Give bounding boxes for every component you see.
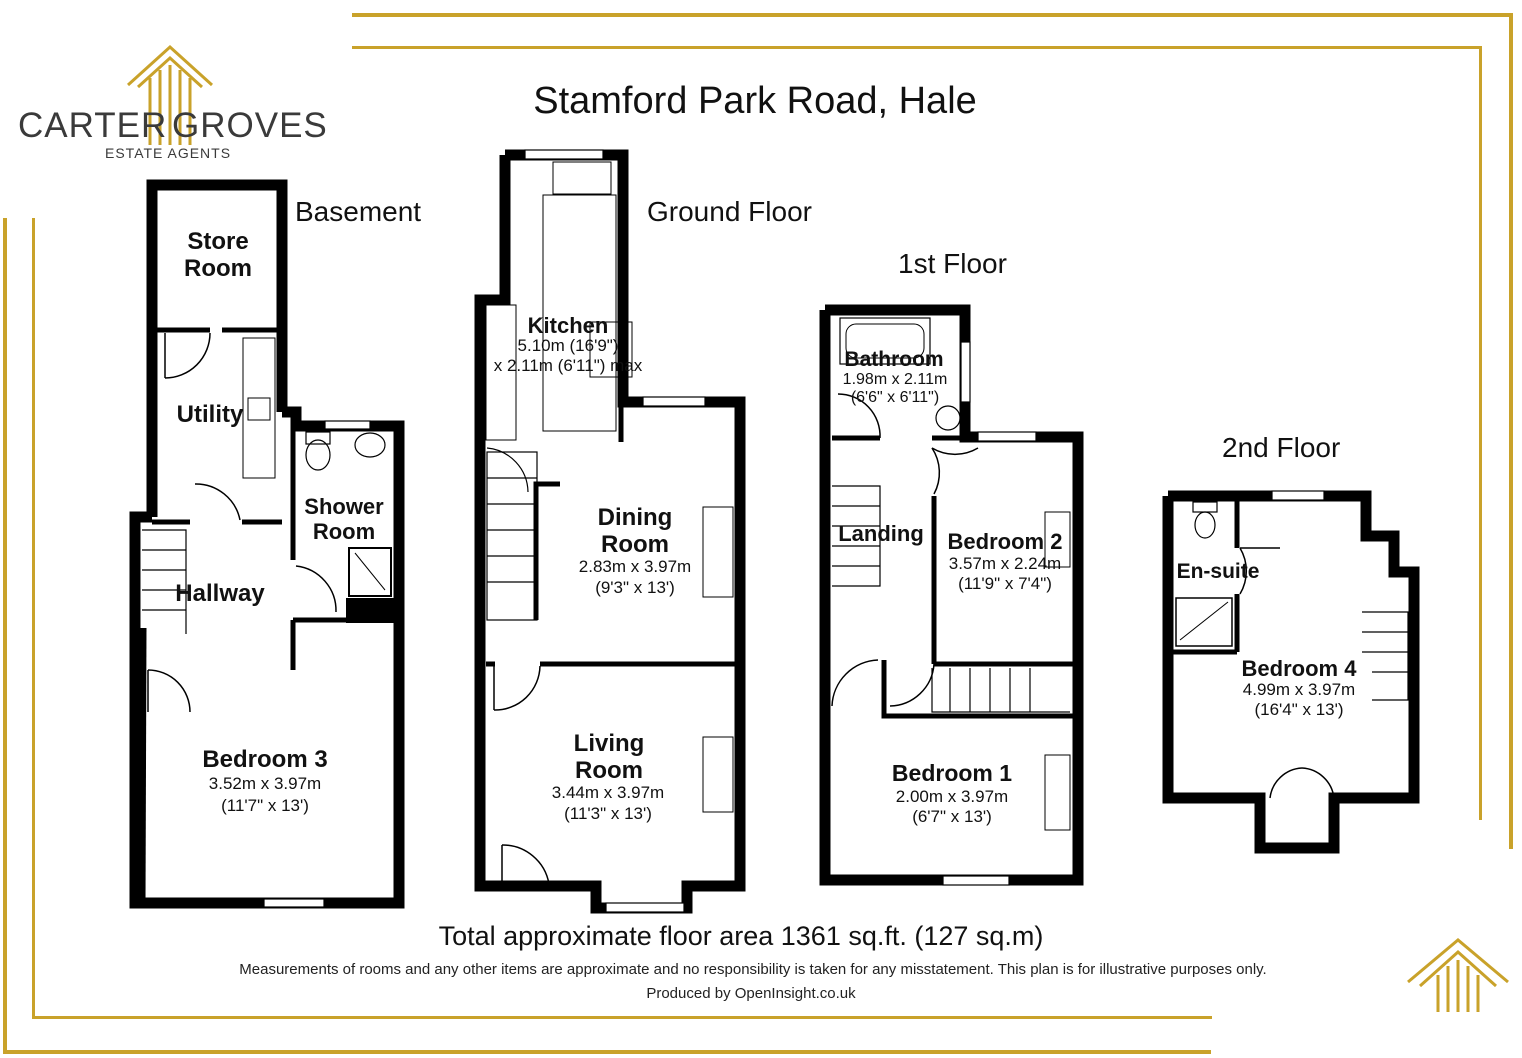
room-bedroom2-dim-metric: 3.57m x 2.24m <box>948 554 1062 573</box>
room-bedroom4-dim-metric: 4.99m x 3.97m <box>1242 680 1356 699</box>
room-landing: Landing <box>838 521 924 546</box>
room-bedroom3: Bedroom 3 <box>202 746 328 773</box>
disclaimer-text: Measurements of rooms and any other item… <box>239 961 1267 978</box>
room-bathroom: Bathroom <box>844 348 944 371</box>
brand-tagline: ESTATE AGENTS <box>105 145 232 161</box>
brand-name-left: CARTER <box>18 106 168 145</box>
floor-label-ground: Ground Floor <box>647 196 812 227</box>
room-dining-room-dim-imperial: (9'3" x 13') <box>595 578 675 597</box>
room-shower-room: Shower Room <box>304 494 384 544</box>
room-living-room-dim-imperial: (11'3" x 13') <box>564 804 652 823</box>
produced-by-credit: Produced by OpenInsight.co.uk <box>646 985 856 1002</box>
frame-line-bottom-outer <box>3 1050 1211 1054</box>
room-living-room-dim-metric: 3.44m x 3.97m <box>551 783 665 802</box>
brand-logo: CARTER GROVES ESTATE AGENTS <box>10 20 327 170</box>
room-kitchen: Kitchen <box>527 313 609 338</box>
room-dining-room: Dining Room <box>597 504 673 558</box>
room-bedroom3-dim-metric: 3.52m x 3.97m <box>208 774 322 793</box>
room-bedroom1-dim-metric: 2.00m x 3.97m <box>895 787 1009 806</box>
room-kitchen-dim-length: 5.10m (16'9") <box>517 336 619 355</box>
room-bedroom4-dim-imperial: (16'4" x 13') <box>1254 700 1344 719</box>
room-bathroom-dim-metric: 1.98m x 2.11m <box>842 371 948 388</box>
room-store-room: Store Room <box>184 228 252 282</box>
room-bathroom-dim-imperial: (6'6" x 6'11") <box>850 389 940 406</box>
frame-line-right-outer <box>1509 13 1513 849</box>
frame-line-top-outer <box>352 13 1512 17</box>
room-hallway: Hallway <box>175 580 265 607</box>
frame-line-left-outer <box>3 218 7 1054</box>
frame-line-top-inner <box>352 46 1482 49</box>
room-living-room: Living Room <box>573 730 645 784</box>
room-bedroom1-dim-imperial: (6'7" x 13') <box>912 807 992 826</box>
floor-label-second: 2nd Floor <box>1222 432 1341 463</box>
room-bedroom2-dim-imperial: (11'9" x 7'4") <box>958 574 1052 593</box>
page-title: Stamford Park Road, Hale <box>533 80 977 122</box>
room-bedroom4: Bedroom 4 <box>1241 656 1357 681</box>
house-lines-icon <box>126 44 214 145</box>
frame-line-bottom-inner <box>32 1016 1212 1019</box>
frame-line-right-inner <box>1479 46 1482 820</box>
room-bedroom3-dim-imperial: (11'7" x 13') <box>221 796 309 815</box>
room-utility: Utility <box>176 401 244 428</box>
floor-label-first: 1st Floor <box>898 248 1007 279</box>
room-dining-room-dim-metric: 2.83m x 3.97m <box>578 557 692 576</box>
room-kitchen-dim-width: x 2.11m (6'11") max <box>493 356 643 375</box>
frame-line-left-inner <box>32 218 35 1018</box>
room-bedroom1: Bedroom 1 <box>891 760 1013 786</box>
total-floor-area: Total approximate floor area 1361 sq.ft.… <box>438 921 1044 951</box>
floor-label-basement: Basement <box>295 196 422 227</box>
room-ensuite: En-suite <box>1176 560 1260 583</box>
room-bedroom2: Bedroom 2 <box>947 529 1063 554</box>
brand-name-right: GROVES <box>172 106 328 145</box>
